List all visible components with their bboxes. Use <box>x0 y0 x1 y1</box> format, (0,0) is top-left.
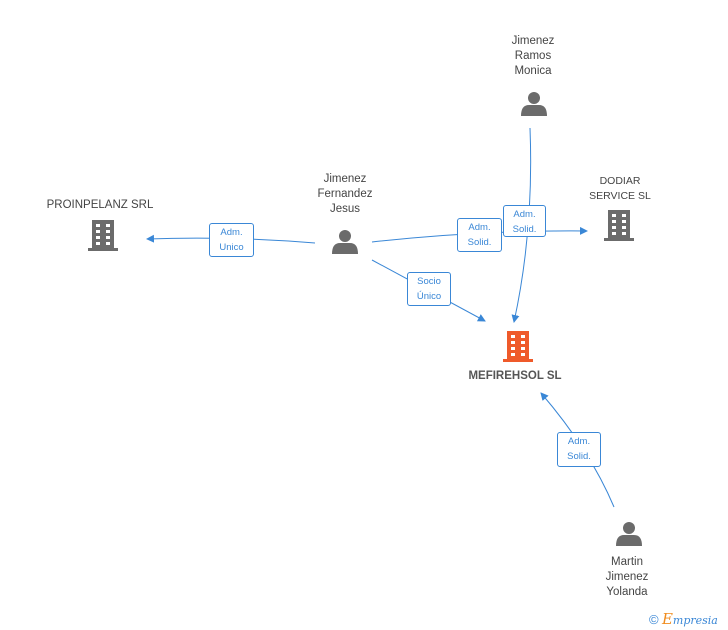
edge-label-adm-solid-fernandez[interactable]: Adm. Solid. <box>457 218 502 252</box>
name-line: Fernandez <box>317 188 373 200</box>
edge-label-socio-unico[interactable]: Socio Único <box>407 272 451 306</box>
edge-label-line: Solid. <box>567 451 591 462</box>
footer-brand: © Empresia <box>649 610 718 628</box>
brand-logo-text: mpresia <box>672 614 718 627</box>
edge-label-line: Adm. <box>220 227 243 238</box>
person-label-martin-jimenez[interactable]: Martin Jimenez Yolanda <box>582 555 672 600</box>
name-line: Yolanda <box>606 586 648 598</box>
brand-logo-initial: E <box>661 610 673 628</box>
building-icon[interactable] <box>604 210 634 241</box>
person-label-jimenez-fernandez[interactable]: Jimenez Fernandez Jesus <box>300 172 390 217</box>
edge-label-line: Adm. <box>468 222 491 233</box>
main-building-icon[interactable] <box>503 331 533 362</box>
person-icon[interactable] <box>521 92 547 116</box>
name-line: Ramos <box>514 50 552 62</box>
person-icon[interactable] <box>332 230 358 254</box>
name-line: Martin <box>611 556 643 568</box>
edge-label-line: Socio <box>417 276 441 287</box>
edge-label-adm-solid-ramos[interactable]: Adm. Solid. <box>503 205 546 237</box>
name-line: DODIAR <box>599 175 641 187</box>
company-label-mefirehsol[interactable]: MEFIREHSOL SL <box>468 370 562 382</box>
edge-label-line: Adm. <box>513 209 536 220</box>
person-icon[interactable] <box>616 522 642 546</box>
edge-label-line: Unico <box>219 242 244 253</box>
edge-label-line: Solid. <box>467 237 492 248</box>
name-line: Jimenez <box>511 35 555 47</box>
company-label-proinpelanz[interactable]: PROINPELANZ SRL <box>46 199 154 211</box>
copyright-icon: © <box>649 612 659 627</box>
person-label-jimenez-ramos[interactable]: Jimenez Ramos Monica <box>488 34 578 79</box>
name-line: Monica <box>514 65 552 77</box>
name-line: Jesus <box>329 203 361 215</box>
name-line: Jimenez <box>323 173 367 185</box>
company-label-dodiar[interactable]: DODIAR SERVICE SL <box>575 174 665 204</box>
edge-label-line: Solid. <box>512 224 537 235</box>
edge-label-adm-unico[interactable]: Adm. Unico <box>209 223 254 257</box>
edge-label-line: Adm. <box>567 436 591 447</box>
edge-label-line: Único <box>416 291 442 302</box>
name-line: SERVICE SL <box>589 190 651 202</box>
name-line: Jimenez <box>605 571 649 583</box>
building-icon[interactable] <box>88 220 118 251</box>
edge-label-adm-solid-martin[interactable]: Adm. Solid. <box>557 432 601 467</box>
